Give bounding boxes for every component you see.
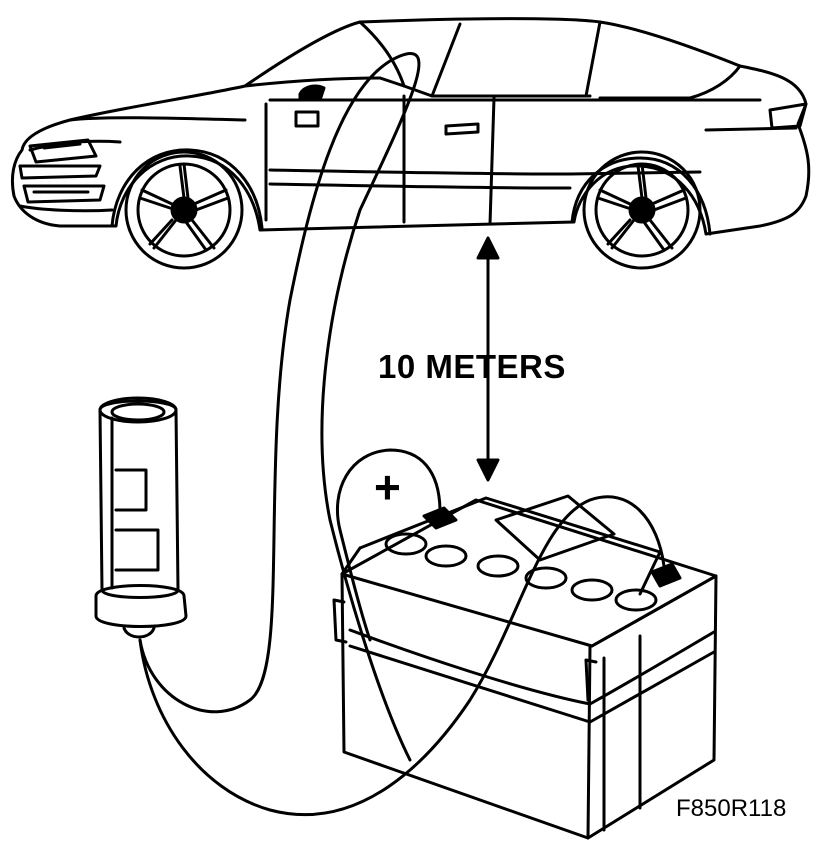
cable-icon <box>138 52 666 817</box>
positive-terminal-symbol: + <box>374 461 401 513</box>
battery-icon <box>332 494 718 840</box>
car-icon <box>10 17 811 270</box>
charger-handle-icon <box>94 396 188 639</box>
distance-arrow-icon <box>476 236 500 482</box>
distance-label: 10 METERS <box>378 348 566 385</box>
figure-code: F850R118 <box>676 795 787 822</box>
